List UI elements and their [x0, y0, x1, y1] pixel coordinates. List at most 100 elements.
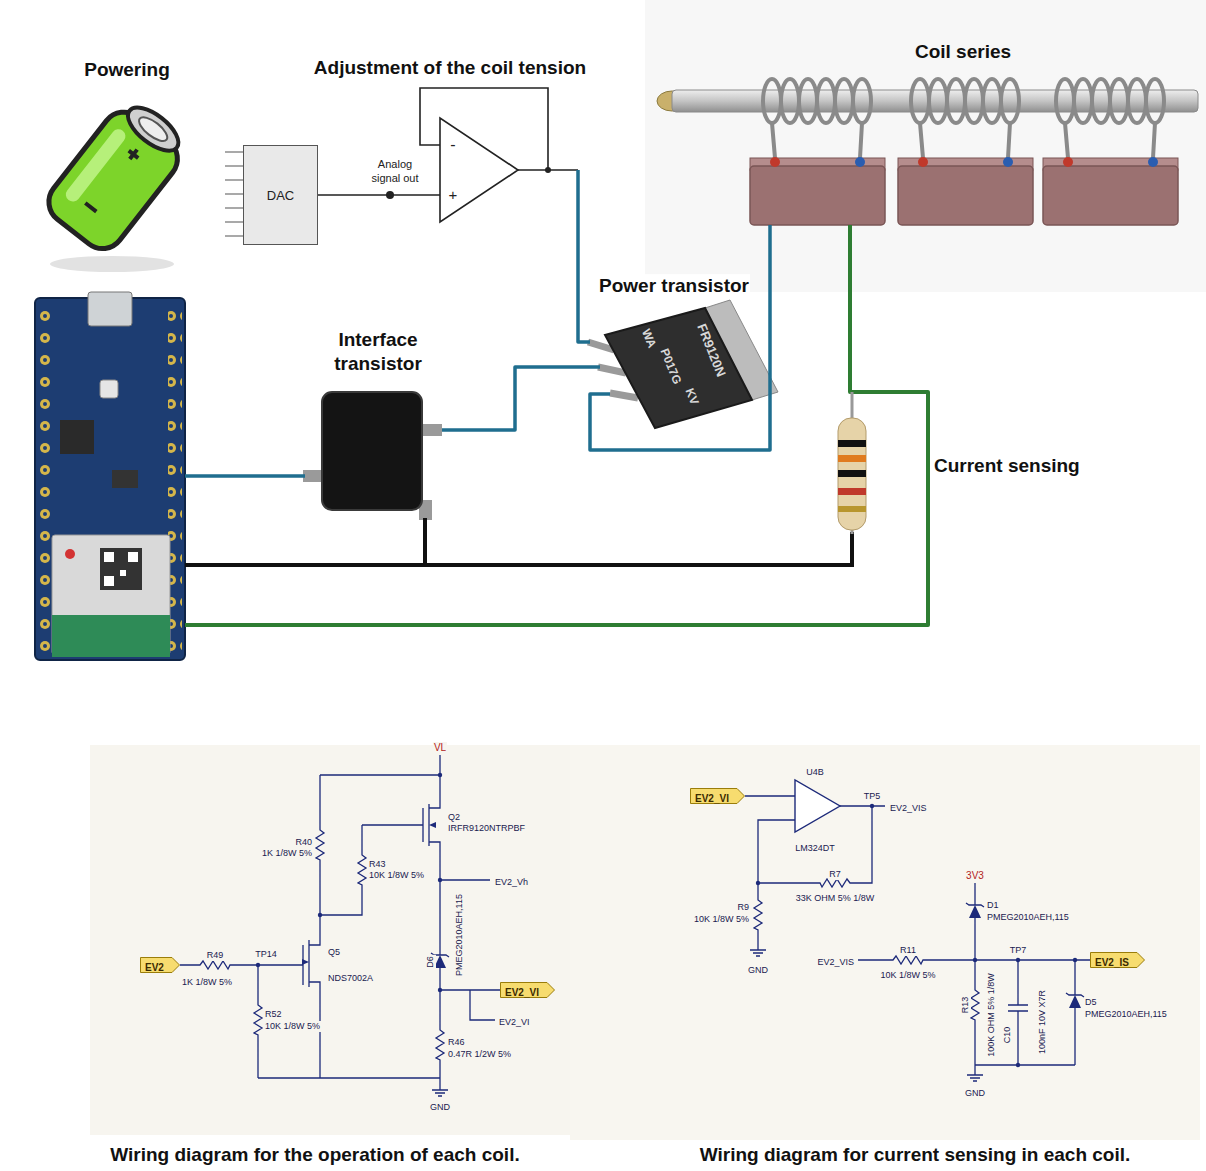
part-value: 10K 1/8W 5% [693, 914, 750, 925]
ref-designator: C10 [1002, 1026, 1013, 1045]
part-marking: P017G [656, 346, 685, 388]
qr-code [104, 552, 138, 586]
port-flag: EV2_IS [1090, 952, 1145, 968]
part-value: 10K 1/8W 5% [368, 870, 425, 881]
qr-code [100, 548, 142, 590]
antenna [52, 615, 170, 657]
battery-terminal [135, 113, 170, 145]
heading-label: Interface transistor [303, 328, 453, 376]
junction-dot [386, 191, 394, 199]
ref-designator: R52 [264, 1009, 283, 1020]
part-value: 1K 1/8W 5% [261, 848, 313, 859]
test-point-label: TP14 [254, 949, 278, 960]
part-value: PMEG2010AEH,115 [986, 912, 1070, 923]
microcontroller-board [35, 292, 185, 660]
board-pcb [35, 298, 185, 660]
node-text: EV2_VI [500, 985, 539, 1001]
reset-button [100, 380, 118, 398]
color-band [838, 455, 866, 462]
net-label: VL [433, 742, 447, 755]
heading-label: Adjustment of the coil tension [313, 56, 587, 80]
junction-dot [1016, 958, 1020, 962]
port-flag: EV2_VI [500, 982, 555, 998]
ref-designator: R11 [899, 945, 917, 956]
iron-rod [672, 90, 1198, 112]
ref-designator: D6 [425, 955, 436, 969]
junction-dot [756, 881, 760, 885]
ref-designator: R46 [447, 1037, 466, 1048]
caption: Wiring diagram for current sensing in ea… [699, 1143, 1132, 1167]
ref-designator: R40 [294, 837, 313, 848]
junction-dot [438, 878, 442, 882]
port-flag: EV2 [140, 957, 180, 973]
battery-shadow [50, 256, 174, 272]
schematic-panel [90, 745, 570, 1135]
pin-sign: - [449, 135, 456, 155]
net-label: 3V3 [965, 870, 985, 883]
test-point-label: TP5 [863, 791, 882, 802]
part-value: 0.47R 1/2W 5% [447, 1049, 512, 1060]
dac-block: DAC [243, 145, 318, 245]
ref-designator: R49 [206, 950, 225, 961]
mosfet-arrow [429, 822, 436, 828]
transistor-body [322, 392, 422, 510]
sot23-transistor [303, 392, 442, 520]
signal-label: Analog signal out [363, 158, 427, 186]
pin-header [38, 305, 52, 657]
net-label: EV2_VI [498, 1017, 531, 1028]
heading-label: Power transistor [598, 274, 750, 298]
ref-designator: D1 [986, 900, 1000, 911]
mosfet-arrow [302, 959, 309, 965]
chip [112, 470, 138, 488]
junction-dot [318, 913, 322, 917]
net-label: GND [747, 965, 769, 976]
part-value: PMEG2010AEH,115 [1084, 1009, 1168, 1020]
part-value: IRFR9120NTRPBF [447, 823, 526, 834]
net-label: EV2_VIS [889, 803, 928, 814]
part-value: LM324DT [794, 843, 836, 854]
part-value: 10K 1/8W 5% [879, 970, 936, 981]
ref-designator: U4B [805, 767, 825, 778]
heading-label: Powering [83, 58, 171, 82]
coil [898, 79, 1033, 225]
junction-dot [438, 988, 442, 992]
node-text: DAC [267, 188, 294, 203]
junction-dot [870, 804, 874, 808]
part-value: 100K OHM 5% 1/8W [986, 972, 997, 1058]
color-band [838, 506, 866, 512]
part-marking: WA [638, 326, 660, 351]
part-marking: FR9120N [693, 321, 730, 381]
net-label: EV2_Vh [494, 877, 529, 888]
net-label: EV2_VIS [816, 957, 855, 968]
sense-wire [185, 225, 928, 625]
ref-designator: R43 [368, 859, 387, 870]
junction-dot [1073, 958, 1077, 962]
transistor-body [605, 308, 752, 428]
resistor-body [838, 418, 866, 530]
node-text: EV2_VI [690, 791, 729, 807]
part-value: 10K 1/8W 5% [264, 1021, 321, 1032]
ref-designator: Q2 [447, 812, 461, 823]
test-point-label: TP7 [1009, 945, 1028, 956]
schematic-panel [570, 745, 1200, 1140]
dpak-transistor [588, 300, 778, 428]
ground-wire [185, 518, 852, 565]
part-value: 33K OHM 5% 1/8W [795, 893, 876, 904]
junction-dot [973, 958, 977, 962]
schematic-wire [745, 796, 1090, 1081]
color-band [838, 470, 866, 477]
heading-label: Current sensing [933, 454, 1081, 478]
color-band [838, 488, 866, 495]
net-label: GND [429, 1102, 451, 1113]
pin-sign: + [448, 186, 459, 205]
opamp-symbol [795, 780, 840, 832]
color-band [838, 440, 866, 447]
part-marking: KV [681, 385, 702, 408]
net-label: GND [964, 1088, 986, 1099]
coil [1043, 79, 1178, 225]
ref-designator: R13 [960, 996, 971, 1015]
battery-highlight [63, 126, 128, 204]
battery-icon [40, 92, 195, 257]
part-value: 100nF 10V X7R [1037, 989, 1048, 1055]
junction-dot [256, 963, 260, 967]
